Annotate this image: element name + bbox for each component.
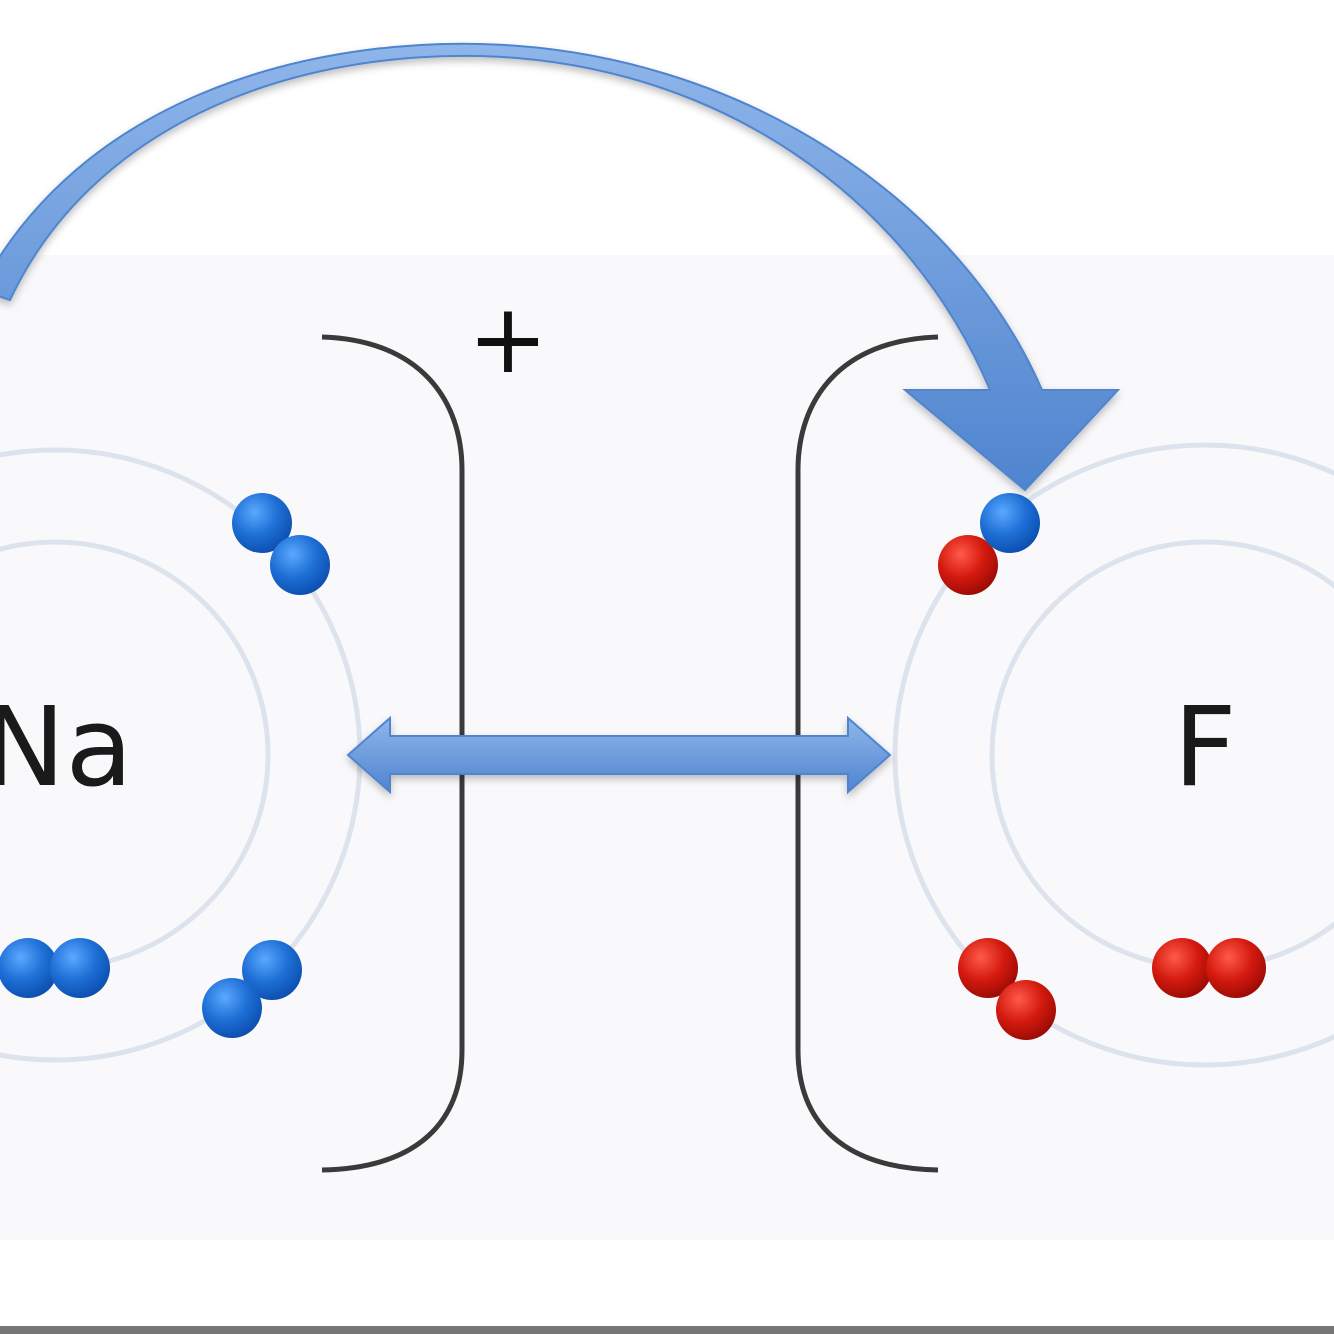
transferred-electron	[980, 493, 1040, 553]
f-electron	[938, 535, 998, 595]
f-electron	[1152, 938, 1212, 998]
na-electron	[50, 938, 110, 998]
f-electron	[996, 980, 1056, 1040]
atom-label-na: Na	[0, 683, 133, 811]
charge-label: +	[468, 283, 548, 395]
atom-label-f: F	[1173, 683, 1236, 811]
na-electron	[202, 978, 262, 1038]
na-electron	[242, 940, 302, 1000]
bottom-border	[0, 1326, 1334, 1334]
f-electron	[958, 938, 1018, 998]
f-electron	[1206, 938, 1266, 998]
curved-arrow-icon	[0, 42, 1121, 492]
na-electron	[0, 938, 58, 998]
na-electron	[232, 493, 292, 553]
double-arrow-icon	[346, 715, 892, 795]
na-electron	[270, 535, 330, 595]
f-outer-shell	[892, 442, 1334, 1068]
